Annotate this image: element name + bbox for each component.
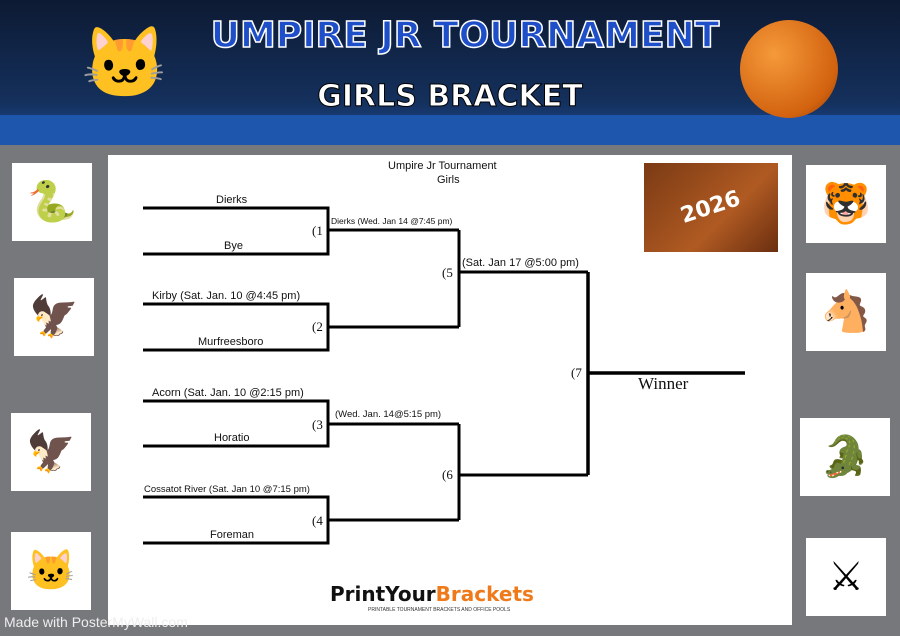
printyourbrackets-logo: PrintYourBrackets <box>330 584 534 604</box>
match-2-lines <box>143 302 459 352</box>
match-number-4: (4 <box>312 513 323 528</box>
sponsor-tagline: PRINTABLE TOURNAMENT BRACKETS AND OFFICE… <box>368 607 511 613</box>
tiger-logo: 🐯 <box>806 165 886 243</box>
basketball-icon <box>740 20 838 118</box>
final-lines <box>586 272 745 475</box>
team-acorn: Acorn (Sat. Jan. 10 @2:15 pm) <box>152 387 304 399</box>
watermark: Made with PosterMyWall.com <box>4 614 188 630</box>
match-6-lines <box>457 424 588 520</box>
tournament-title: Umpire Jr Tournament <box>210 14 720 57</box>
match-number-7: (7 <box>571 365 582 380</box>
year-2026-image: 2026 <box>644 163 778 252</box>
sponsor-name-b: Brackets <box>435 582 534 606</box>
match-6-label: (Wed. Jan. 14@5:15 pm) <box>335 409 442 420</box>
team-bye: Bye <box>224 240 243 252</box>
team-cossatot-river: Cossatot River (Sat. Jan 10 @7:15 pm) <box>144 484 310 495</box>
team-kirby: Kirby (Sat. Jan. 10 @4:45 pm) <box>152 290 301 302</box>
match-number-3: (3 <box>312 417 323 432</box>
spartan-logo: ⚔ <box>806 538 886 616</box>
year-text: 2026 <box>678 186 744 229</box>
match-number-1: (1 <box>312 223 323 238</box>
wildcat-logo: 🐱 <box>81 23 169 102</box>
match-number-5: (5 <box>442 265 453 280</box>
red-eagle-logo: 🦅 <box>14 278 94 356</box>
eagle-logo: 🦅 <box>11 413 91 491</box>
bracket-subtitle: GIRLS BRACKET <box>317 79 583 114</box>
match-1-lines <box>143 206 459 256</box>
bracket-title: Umpire Jr Tournament <box>388 160 497 172</box>
mustang-logo: 🐴 <box>806 273 886 351</box>
gator-logo: 🐊 <box>800 418 890 496</box>
team-foreman: Foreman <box>210 529 255 541</box>
match-number-6: (6 <box>442 467 453 482</box>
team-horatio: Horatio <box>214 432 250 444</box>
final-label: (Sat. Jan 17 @5:00 pm) <box>462 257 579 269</box>
sponsor-name-a: PrintYour <box>330 582 436 606</box>
match-5-lines <box>457 230 588 327</box>
match-number-2: (2 <box>312 319 323 334</box>
match-3-lines <box>143 399 459 448</box>
snake-logo: 🐍 <box>12 163 92 241</box>
match-4-lines <box>143 495 459 545</box>
winner-label: Winner <box>638 374 689 393</box>
match-5-label: Dierks (Wed. Jan 14 @7:45 pm) <box>331 216 453 226</box>
header-band <box>0 115 900 145</box>
bracket-subtitle-girls: Girls <box>437 174 460 186</box>
team-dierks: Dierks <box>216 194 248 206</box>
wildcat-logo-small: 🐱 <box>11 532 91 610</box>
header-banner: 🐱 Umpire Jr Tournament GIRLS BRACKET <box>0 0 900 145</box>
team-murfreesboro: Murfreesboro <box>198 336 264 348</box>
